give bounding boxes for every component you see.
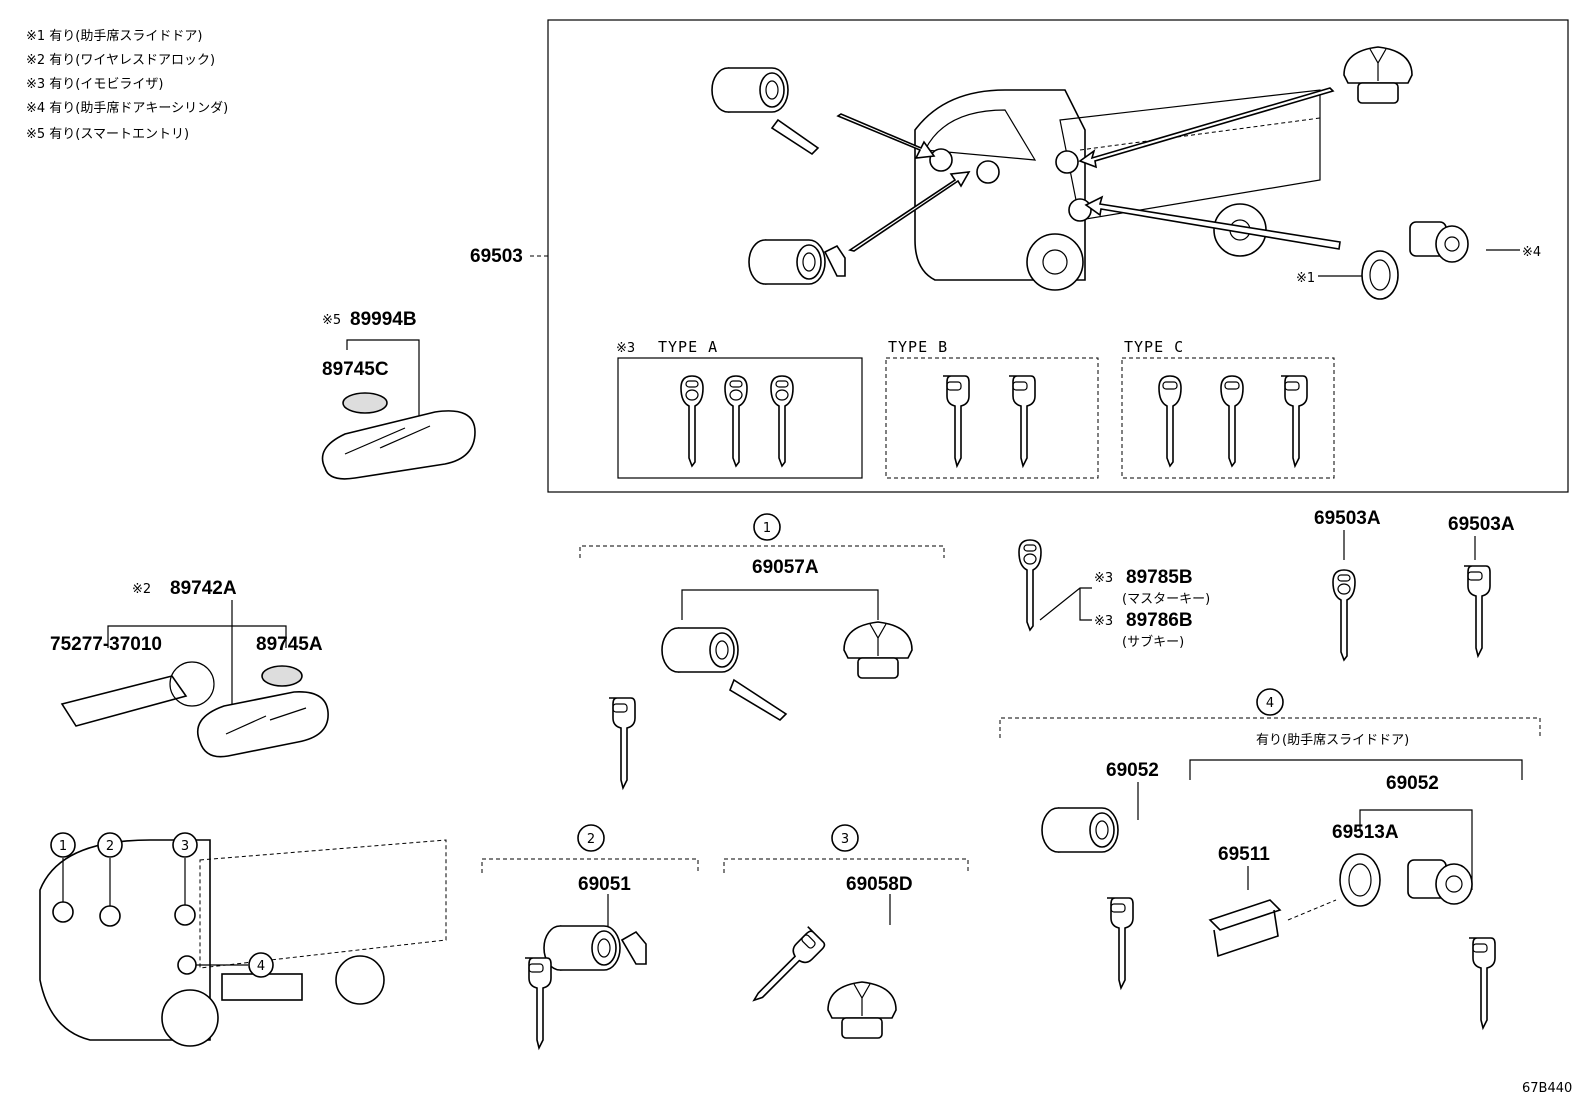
truck-drawing-main <box>914 89 1321 291</box>
svg-text:3: 3 <box>841 832 849 847</box>
callout-3-truck: 3 <box>172 832 198 858</box>
svg-text:4: 4 <box>257 959 265 974</box>
mark-3-type: ※3 <box>616 341 635 356</box>
mark-1: ※1 <box>1296 271 1315 286</box>
key-69052-right <box>1468 937 1496 1029</box>
mark-2: ※2 <box>132 582 151 597</box>
callout-4-group: 4 <box>1256 688 1284 716</box>
callout-3-group: 3 <box>831 824 859 852</box>
ignition-cylinder <box>748 239 846 285</box>
part-89745A: 89745A <box>256 634 323 655</box>
svg-text:1: 1 <box>59 839 67 854</box>
battery-89745A <box>261 665 303 687</box>
key-69058D <box>743 925 827 1010</box>
part-69503A-right: 69503A <box>1448 514 1515 535</box>
washer-69513A <box>1339 853 1381 907</box>
type-c-box <box>1121 357 1335 479</box>
cylinder-69052-right <box>1407 859 1473 905</box>
note-4: ※4 有り(助手席ドアキーシリンダ) <box>26 100 228 116</box>
wireless-fob <box>196 691 329 758</box>
svg-text:2: 2 <box>106 839 114 854</box>
master-key-label: (マスターキー) <box>1122 592 1210 607</box>
svg-text:1: 1 <box>763 521 771 536</box>
type-b-box <box>885 357 1099 479</box>
cylinder-69051 <box>543 925 647 971</box>
part-69052-left: 69052 <box>1106 760 1159 781</box>
callout-1-truck: 1 <box>50 832 76 858</box>
type-a-label: TYPE A <box>658 338 718 356</box>
clip-69511 <box>1208 899 1282 958</box>
part-89742A: 89742A <box>170 578 237 599</box>
truck-drawing-small <box>39 839 447 1047</box>
mark-3-master: ※3 <box>1094 571 1113 586</box>
fuel-cap-top <box>1343 46 1413 104</box>
part-75277-37010: 75277-37010 <box>50 634 162 655</box>
part-89786B: 89786B <box>1126 610 1193 631</box>
key-69051 <box>524 957 552 1049</box>
mark-4: ※4 <box>1522 245 1541 260</box>
svg-text:2: 2 <box>587 832 595 847</box>
part-69058D: 69058D <box>846 874 913 895</box>
note-3: ※3 有り(イモビライザ) <box>26 77 163 92</box>
key-69503A-left <box>1332 569 1356 661</box>
callout-1-group: 1 <box>753 513 781 541</box>
note-1: ※1 有り(助手席スライドドア) <box>26 28 202 44</box>
part-69052-right: 69052 <box>1386 773 1439 794</box>
type-a-box <box>617 357 863 479</box>
callout-2-truck: 2 <box>97 832 123 858</box>
sub-key-label: (サブキー) <box>1122 634 1184 650</box>
svg-text:3: 3 <box>181 839 189 854</box>
battery-89745C <box>342 392 388 414</box>
callout-4-truck: 4 <box>248 952 274 978</box>
cap-69057A <box>843 621 913 679</box>
note-5: ※5 有り(スマートエントリ) <box>26 127 189 142</box>
figure-code: 67B440 <box>1522 1081 1572 1096</box>
smart-key-fob <box>321 410 476 480</box>
part-69503: 69503 <box>470 246 523 267</box>
cylinder-69057A <box>661 627 788 722</box>
type-b-label: TYPE B <box>888 338 948 356</box>
part-69051: 69051 <box>578 874 631 895</box>
mark-3-sub: ※3 <box>1094 614 1113 629</box>
callout-2-group: 2 <box>577 824 605 852</box>
part-89994B: 89994B <box>350 309 417 330</box>
type-c-label: TYPE C <box>1124 338 1184 356</box>
key-plate-75277 <box>60 661 215 727</box>
part-69513A: 69513A <box>1332 822 1399 843</box>
part-89785B: 89785B <box>1126 567 1193 588</box>
door-cylinder-top <box>711 67 820 156</box>
door-cylinder-right <box>1409 221 1469 263</box>
part-69057A: 69057A <box>752 557 819 578</box>
key-master-sub <box>1018 539 1042 631</box>
part-89745C: 89745C <box>322 359 389 380</box>
part-69511: 69511 <box>1218 844 1270 865</box>
key-69057A <box>608 697 636 789</box>
svg-text:4: 4 <box>1266 696 1274 711</box>
key-69052-left <box>1106 897 1134 989</box>
cap-69058D <box>827 981 897 1039</box>
slide-door-label: 有り(助手席スライドドア) <box>1256 732 1409 748</box>
part-69503A-left: 69503A <box>1314 508 1381 529</box>
cylinder-69052-left <box>1041 807 1119 853</box>
note-2: ※2 有り(ワイヤレスドアロック) <box>26 53 215 68</box>
mark-5: ※5 <box>322 313 341 328</box>
washer-right <box>1361 250 1399 300</box>
key-69503A-right <box>1463 565 1491 657</box>
